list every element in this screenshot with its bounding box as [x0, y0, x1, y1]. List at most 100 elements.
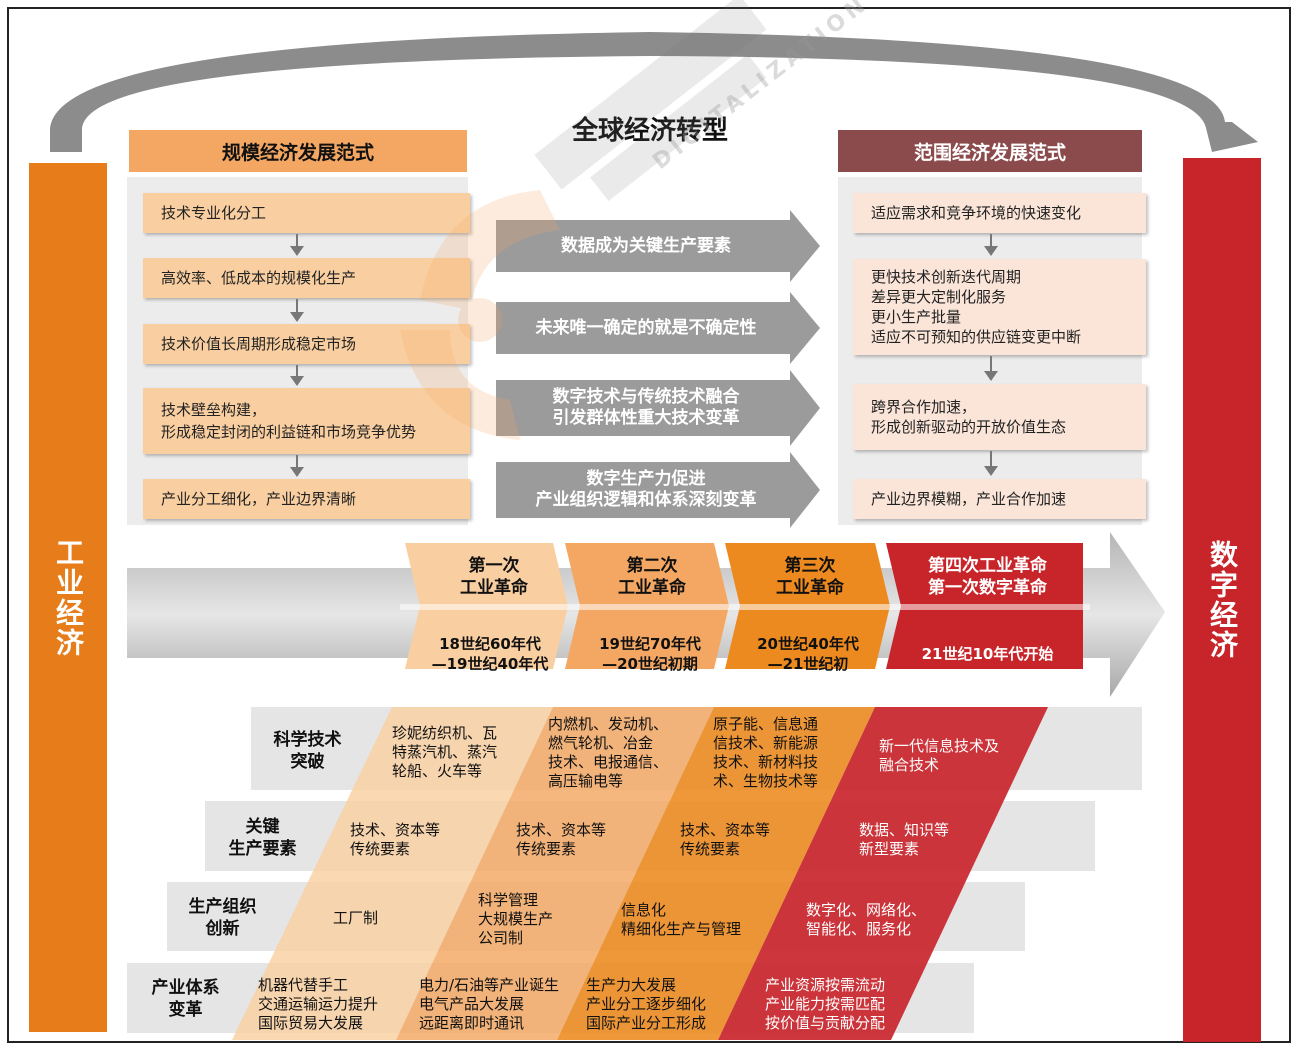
digital-economy-label: 数字经济	[1206, 540, 1239, 660]
row-label-text: 关键 生产要素	[228, 817, 297, 859]
right-step: 产业边界模糊，产业合作加速	[853, 479, 1146, 519]
page-title: 全球经济转型	[571, 116, 728, 146]
cell-text: 珍妮纺织机、瓦 特蒸汽机、蒸汽 轮船、火车等	[392, 724, 498, 780]
middle-arrow-text: 数字生产力促进 产业组织逻辑和体系深刻变革	[496, 462, 796, 518]
right-header-text: 范围经济发展范式	[913, 141, 1066, 164]
cell-organization-1: 工厂制	[333, 909, 453, 928]
down-arrow-icon	[984, 246, 998, 256]
cell-organization-2: 科学管理 大规模生产 公司制	[478, 891, 628, 948]
middle-arrow-label: 数据成为关键生产要素	[561, 235, 731, 256]
row-label-text: 科学技术 突破	[273, 730, 342, 772]
down-arrow-icon	[290, 246, 304, 256]
era-period-1: 18世纪60年代 —19世纪40年代	[416, 632, 564, 676]
cell-industry-4: 产业资源按需流动 产业能力按需匹配 按价值与贡献分配	[765, 976, 925, 1033]
down-arrow-line	[296, 365, 298, 378]
cell-text: 工厂制	[333, 909, 379, 927]
middle-arrow-label: 数字技术与传统技术融合 引发群体性重大技术变革	[552, 387, 740, 428]
down-arrow-icon	[290, 376, 304, 386]
left-step-text: 高效率、低成本的规模化生产	[161, 269, 357, 287]
cell-text: 内燃机、发动机、 燃气轮机、冶金 技术、电报通信、 高压输电等	[548, 715, 669, 790]
cell-factors-3: 技术、资本等 传统要素	[680, 821, 830, 859]
timeline-arrow	[127, 532, 1165, 697]
era-period-4: 21世纪10年代开始	[890, 632, 1085, 676]
industrial-economy-bar: 工业经济	[29, 163, 107, 1032]
row-label-text: 生产组织 创新	[188, 897, 257, 939]
cell-text: 信息化 精细化生产与管理	[621, 901, 742, 938]
cell-science-2: 内燃机、发动机、 燃气轮机、冶金 技术、电报通信、 高压输电等	[548, 715, 698, 791]
right-step-text: 跨界合作加速， 形成创新驱动的开放价值生态	[871, 398, 1067, 436]
outer-frame	[7, 7, 1291, 1043]
row-label-industry: 产业体系 变革	[133, 977, 238, 1021]
era-name-label: 第三次 工业革命	[776, 556, 844, 598]
down-arrow-line	[990, 234, 992, 248]
down-arrow-icon	[984, 466, 998, 476]
middle-arrow-2	[496, 292, 820, 364]
down-arrow-icon	[984, 371, 998, 381]
right-step-text: 适应需求和竞争环境的快速变化	[871, 204, 1082, 222]
row-label-science: 科学技术 突破	[255, 729, 360, 773]
left-step: 技术价值长周期形成稳定市场	[143, 324, 470, 364]
era-name-4: 第四次工业革命 第一次数字革命	[890, 552, 1085, 602]
era-name-3: 第三次 工业革命	[735, 552, 885, 602]
era-column-2	[396, 707, 714, 1040]
left-step-text: 产业分工细化，产业边界清晰	[161, 490, 357, 508]
cell-text: 技术、资本等 传统要素	[516, 821, 607, 858]
middle-arrow-label: 数字生产力促进 产业组织逻辑和体系深刻变革	[535, 469, 757, 510]
left-step: 产业分工细化，产业边界清晰	[143, 479, 470, 519]
right-header: 范围经济发展范式	[838, 130, 1142, 172]
down-arrow-line	[296, 234, 298, 248]
cell-text: 新一代信息技术及 融合技术	[879, 737, 1000, 774]
cell-organization-3: 信息化 精细化生产与管理	[621, 901, 771, 939]
era-period-label: 21世纪10年代开始	[921, 645, 1054, 663]
digital-economy-bar: 数字经济	[1183, 158, 1261, 1042]
era-column-4	[718, 707, 1048, 1040]
cell-text: 原子能、信息通 信技术、新能源 技术、新材料技 术、生物技术等	[713, 715, 819, 790]
cell-text: 数据、知识等 新型要素	[859, 821, 950, 858]
cell-text: 产业资源按需流动 产业能力按需匹配 按价值与贡献分配	[765, 976, 886, 1032]
cell-science-3: 原子能、信息通 信技术、新能源 技术、新材料技 术、生物技术等	[713, 715, 863, 791]
left-step-text: 技术价值长周期形成稳定市场	[161, 335, 357, 353]
down-arrow-line	[990, 356, 992, 372]
down-arrow-line	[296, 299, 298, 314]
middle-arrow-text: 数据成为关键生产要素	[496, 220, 796, 272]
cell-text: 科学管理 大规模生产 公司制	[478, 891, 554, 947]
left-step: 技术专业化分工	[143, 193, 470, 233]
top-curved-arrow	[50, 32, 1258, 152]
down-arrow-icon	[290, 467, 304, 477]
cell-factors-2: 技术、资本等 传统要素	[516, 821, 666, 859]
row-label-text: 产业体系 变革	[151, 978, 220, 1020]
cell-text: 机器代替手工 交通运输运力提升 国际贸易大发展	[258, 976, 379, 1032]
cell-text: 技术、资本等 传统要素	[680, 821, 771, 858]
era-name-label: 第四次工业革命 第一次数字革命	[928, 556, 1047, 598]
cell-organization-4: 数字化、网络化、 智能化、服务化	[806, 901, 966, 939]
middle-arrow-4	[496, 452, 820, 528]
down-arrow-icon	[290, 312, 304, 322]
middle-arrow-text: 数字技术与传统技术融合 引发群体性重大技术变革	[496, 380, 796, 436]
era-period-2: 19世纪70年代 —20世纪初期	[576, 632, 724, 676]
era-name-1: 第一次 工业革命	[420, 552, 568, 602]
cell-text: 数字化、网络化、 智能化、服务化	[806, 901, 927, 938]
right-step: 跨界合作加速， 形成创新驱动的开放价值生态	[853, 384, 1146, 450]
era-column-3	[557, 707, 875, 1040]
down-arrow-line	[296, 455, 298, 469]
cell-factors-4: 数据、知识等 新型要素	[859, 821, 1009, 859]
cell-science-1: 珍妮纺织机、瓦 特蒸汽机、蒸汽 轮船、火车等	[392, 724, 542, 781]
era-period-label: 18世纪60年代 —19世纪40年代	[431, 635, 549, 673]
right-step-text: 更快技术创新迭代周期 差异更大定制化服务 更小生产批量 适应不可预知的供应链变更…	[871, 268, 1082, 346]
right-step: 更快技术创新迭代周期 差异更大定制化服务 更小生产批量 适应不可预知的供应链变更…	[853, 259, 1146, 355]
middle-arrows	[496, 210, 820, 528]
industrial-economy-label: 工业经济	[52, 537, 85, 658]
right-step: 适应需求和竞争环境的快速变化	[853, 193, 1146, 233]
left-step-text: 技术专业化分工	[161, 204, 267, 222]
cell-text: 电力/石油等产业诞生 电气产品大发展 远距离即时通讯	[419, 976, 560, 1032]
left-header-text: 规模经济发展范式	[221, 141, 374, 164]
left-header: 规模经济发展范式	[129, 130, 467, 172]
middle-arrow-1	[496, 210, 820, 282]
cell-text: 生产力大发展 产业分工逐步细化 国际产业分工形成	[586, 976, 707, 1032]
cell-science-4: 新一代信息技术及 融合技术	[879, 737, 1039, 775]
era-column-1	[232, 707, 553, 1040]
era-period-label: 20世纪40年代 —21世纪初	[757, 635, 859, 673]
row-label-organization: 生产组织 创新	[170, 896, 275, 940]
row-label-factors: 关键 生产要素	[210, 816, 315, 860]
cell-industry-1: 机器代替手工 交通运输运力提升 国际贸易大发展	[258, 976, 418, 1033]
